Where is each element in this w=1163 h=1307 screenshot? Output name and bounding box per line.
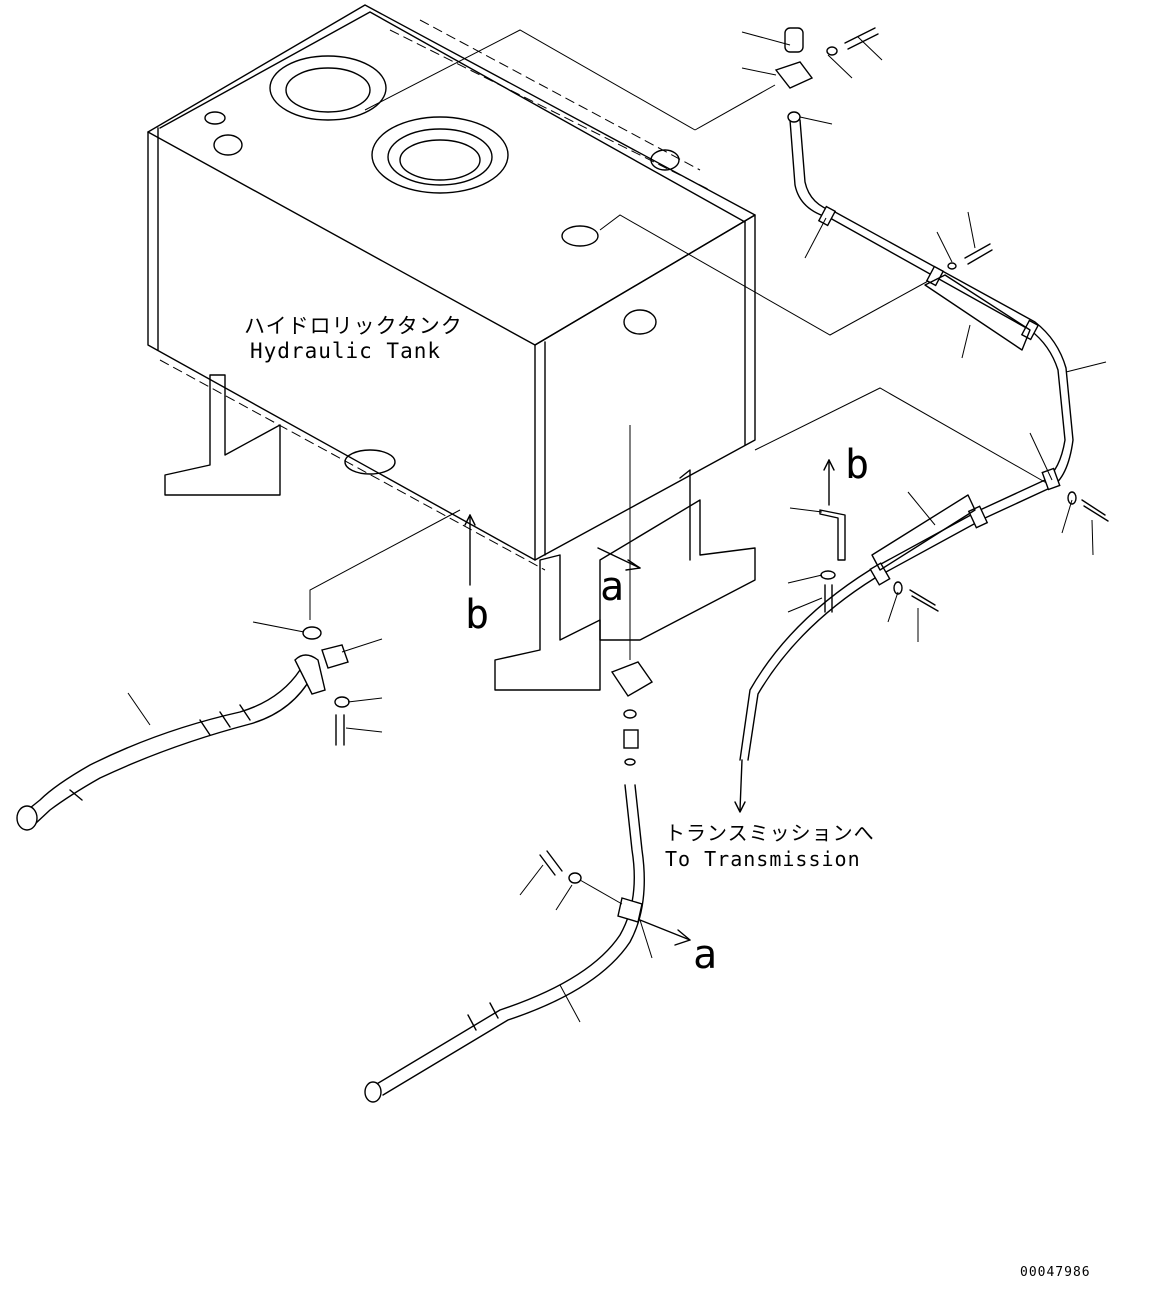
bolt-icon — [964, 243, 993, 265]
transmission-pipe-assembly — [734, 27, 1109, 813]
view-label-b-lower: b — [465, 592, 489, 638]
clamp-icon — [617, 897, 643, 923]
drawing-number: 00047986 — [1020, 1265, 1091, 1280]
washer-icon — [568, 872, 582, 884]
view-label-b-upper: b — [845, 442, 869, 488]
clamp-icon — [321, 644, 349, 669]
bolt-icon — [909, 589, 939, 612]
washer-icon — [624, 758, 636, 766]
washer-icon — [820, 570, 836, 580]
leader-lines — [309, 29, 1051, 660]
bolt-icon — [335, 714, 345, 746]
hose-icon — [364, 661, 691, 1103]
fitting-icon — [623, 729, 639, 749]
callout-leaders-center — [519, 864, 653, 1023]
washer-icon — [947, 262, 957, 270]
washer-icon — [623, 709, 637, 719]
washer-icon — [334, 696, 350, 708]
tank-label-jp: ハイドロリックタンク — [244, 314, 463, 338]
tank-label-en: Hydraulic Tank — [250, 339, 441, 363]
washer-icon — [787, 111, 801, 123]
clamp-icon — [967, 505, 989, 529]
view-arrow-b — [464, 514, 476, 586]
bolt-icon — [1081, 499, 1109, 522]
cap-icon — [784, 27, 804, 53]
washer-icon — [1067, 491, 1077, 505]
washer-icon — [893, 581, 903, 595]
block-icon — [610, 661, 654, 697]
bolt-icon — [844, 27, 879, 50]
bracket-icon — [819, 509, 846, 561]
callout-leaders-left — [127, 621, 383, 733]
washer-icon — [826, 46, 838, 56]
washer-icon — [302, 626, 322, 640]
callout-leaders-right — [741, 31, 1107, 642]
hydraulic-tank-icon — [147, 4, 756, 691]
view-label-a-lower: a — [693, 932, 717, 978]
bolt-icon — [824, 584, 833, 613]
view-label-a-upper: a — [600, 564, 624, 610]
transmission-label-en: To Transmission — [665, 847, 861, 871]
bolt-icon — [539, 850, 563, 876]
hose-icon — [16, 626, 350, 831]
clamp-icon — [817, 205, 837, 227]
clamp-icon — [869, 562, 891, 586]
transmission-label-jp: トランスミッションへ — [665, 821, 875, 845]
block-icon — [774, 61, 814, 89]
view-arrow-a — [597, 547, 641, 571]
